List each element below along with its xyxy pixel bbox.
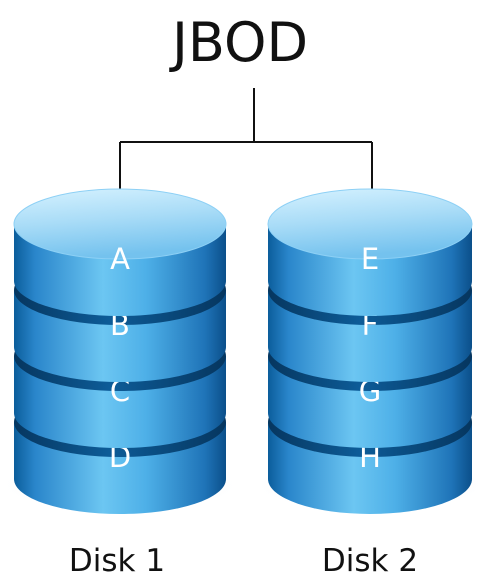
disk-top-rim bbox=[267, 188, 473, 260]
platter-a: A bbox=[13, 188, 227, 316]
segment-label-f: F bbox=[362, 308, 379, 342]
diagram-title: JBOD bbox=[169, 11, 308, 74]
platter-e: E bbox=[267, 188, 473, 316]
disk-top-face bbox=[268, 189, 472, 259]
segment-label-d: D bbox=[109, 440, 131, 474]
segment-label-c: C bbox=[110, 374, 130, 408]
disk-top-face bbox=[14, 189, 226, 259]
segment-label-e: E bbox=[361, 242, 379, 276]
segment-label-g: G bbox=[359, 374, 381, 408]
disk-1-label: Disk 1 bbox=[69, 543, 165, 579]
segment-label-b: B bbox=[110, 308, 130, 342]
segment-label-h: H bbox=[359, 440, 381, 474]
disk-top-rim bbox=[13, 188, 227, 260]
disk-2-label: Disk 2 bbox=[322, 543, 418, 579]
segment-label-a: A bbox=[110, 242, 130, 276]
